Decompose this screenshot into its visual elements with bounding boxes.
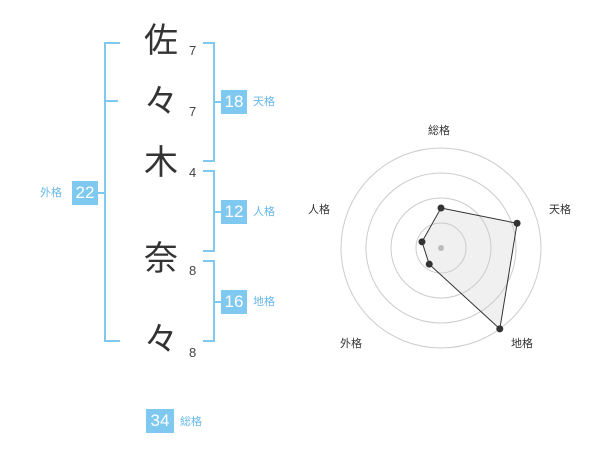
radar-grid-ring [390,197,492,299]
radar-label-tenkaku: 天格 [549,203,571,216]
gaikaku-label: 外格 [40,186,62,199]
jinkaku-label: 人格 [253,205,275,218]
radar-grid-ring [340,147,542,349]
gaikaku-bracket [104,42,120,342]
soukaku-badge: 34 [146,409,174,433]
stroke-count-1: 7 [189,43,197,58]
jinkaku-badge: 12 [221,200,247,224]
chikaku-connector [213,301,221,303]
radar-point [496,325,504,333]
name-char-5: 々 [144,320,178,360]
radar-value-polygon [421,207,518,330]
name-char-4: 奈 [144,239,178,279]
radar-grid-ring [415,222,467,274]
radar-point [513,219,521,227]
name-char-3: 木 [144,143,178,183]
radar-point [418,238,426,246]
soukaku-label: 総格 [180,415,202,428]
stroke-count-2: 7 [189,104,197,119]
gaikaku-bracket-tick [104,100,118,102]
stroke-count-4: 8 [189,263,197,278]
name-char-1: 佐 [144,21,178,61]
tenkaku-badge: 18 [221,90,247,114]
tenkaku-label: 天格 [253,95,275,108]
radar-label-jinkaku: 人格 [308,203,330,216]
stroke-count-5: 8 [189,345,197,360]
jinkaku-connector [213,211,221,213]
radar-point [437,204,445,212]
radar-center-dot [438,245,444,251]
tenkaku-connector [213,101,221,103]
gaikaku-connector [98,192,104,194]
radar-label-gaikaku: 外格 [340,337,362,350]
name-char-2: 々 [144,82,178,122]
chikaku-label: 地格 [253,295,275,308]
radar-label-chikaku: 地格 [511,337,533,350]
gaikaku-badge: 22 [72,181,98,205]
radar-label-soukaku: 総格 [428,124,450,137]
radar-grid-ring [365,172,517,324]
stroke-count-3: 4 [189,165,197,180]
chikaku-badge: 16 [221,290,247,314]
radar-point [425,260,433,268]
